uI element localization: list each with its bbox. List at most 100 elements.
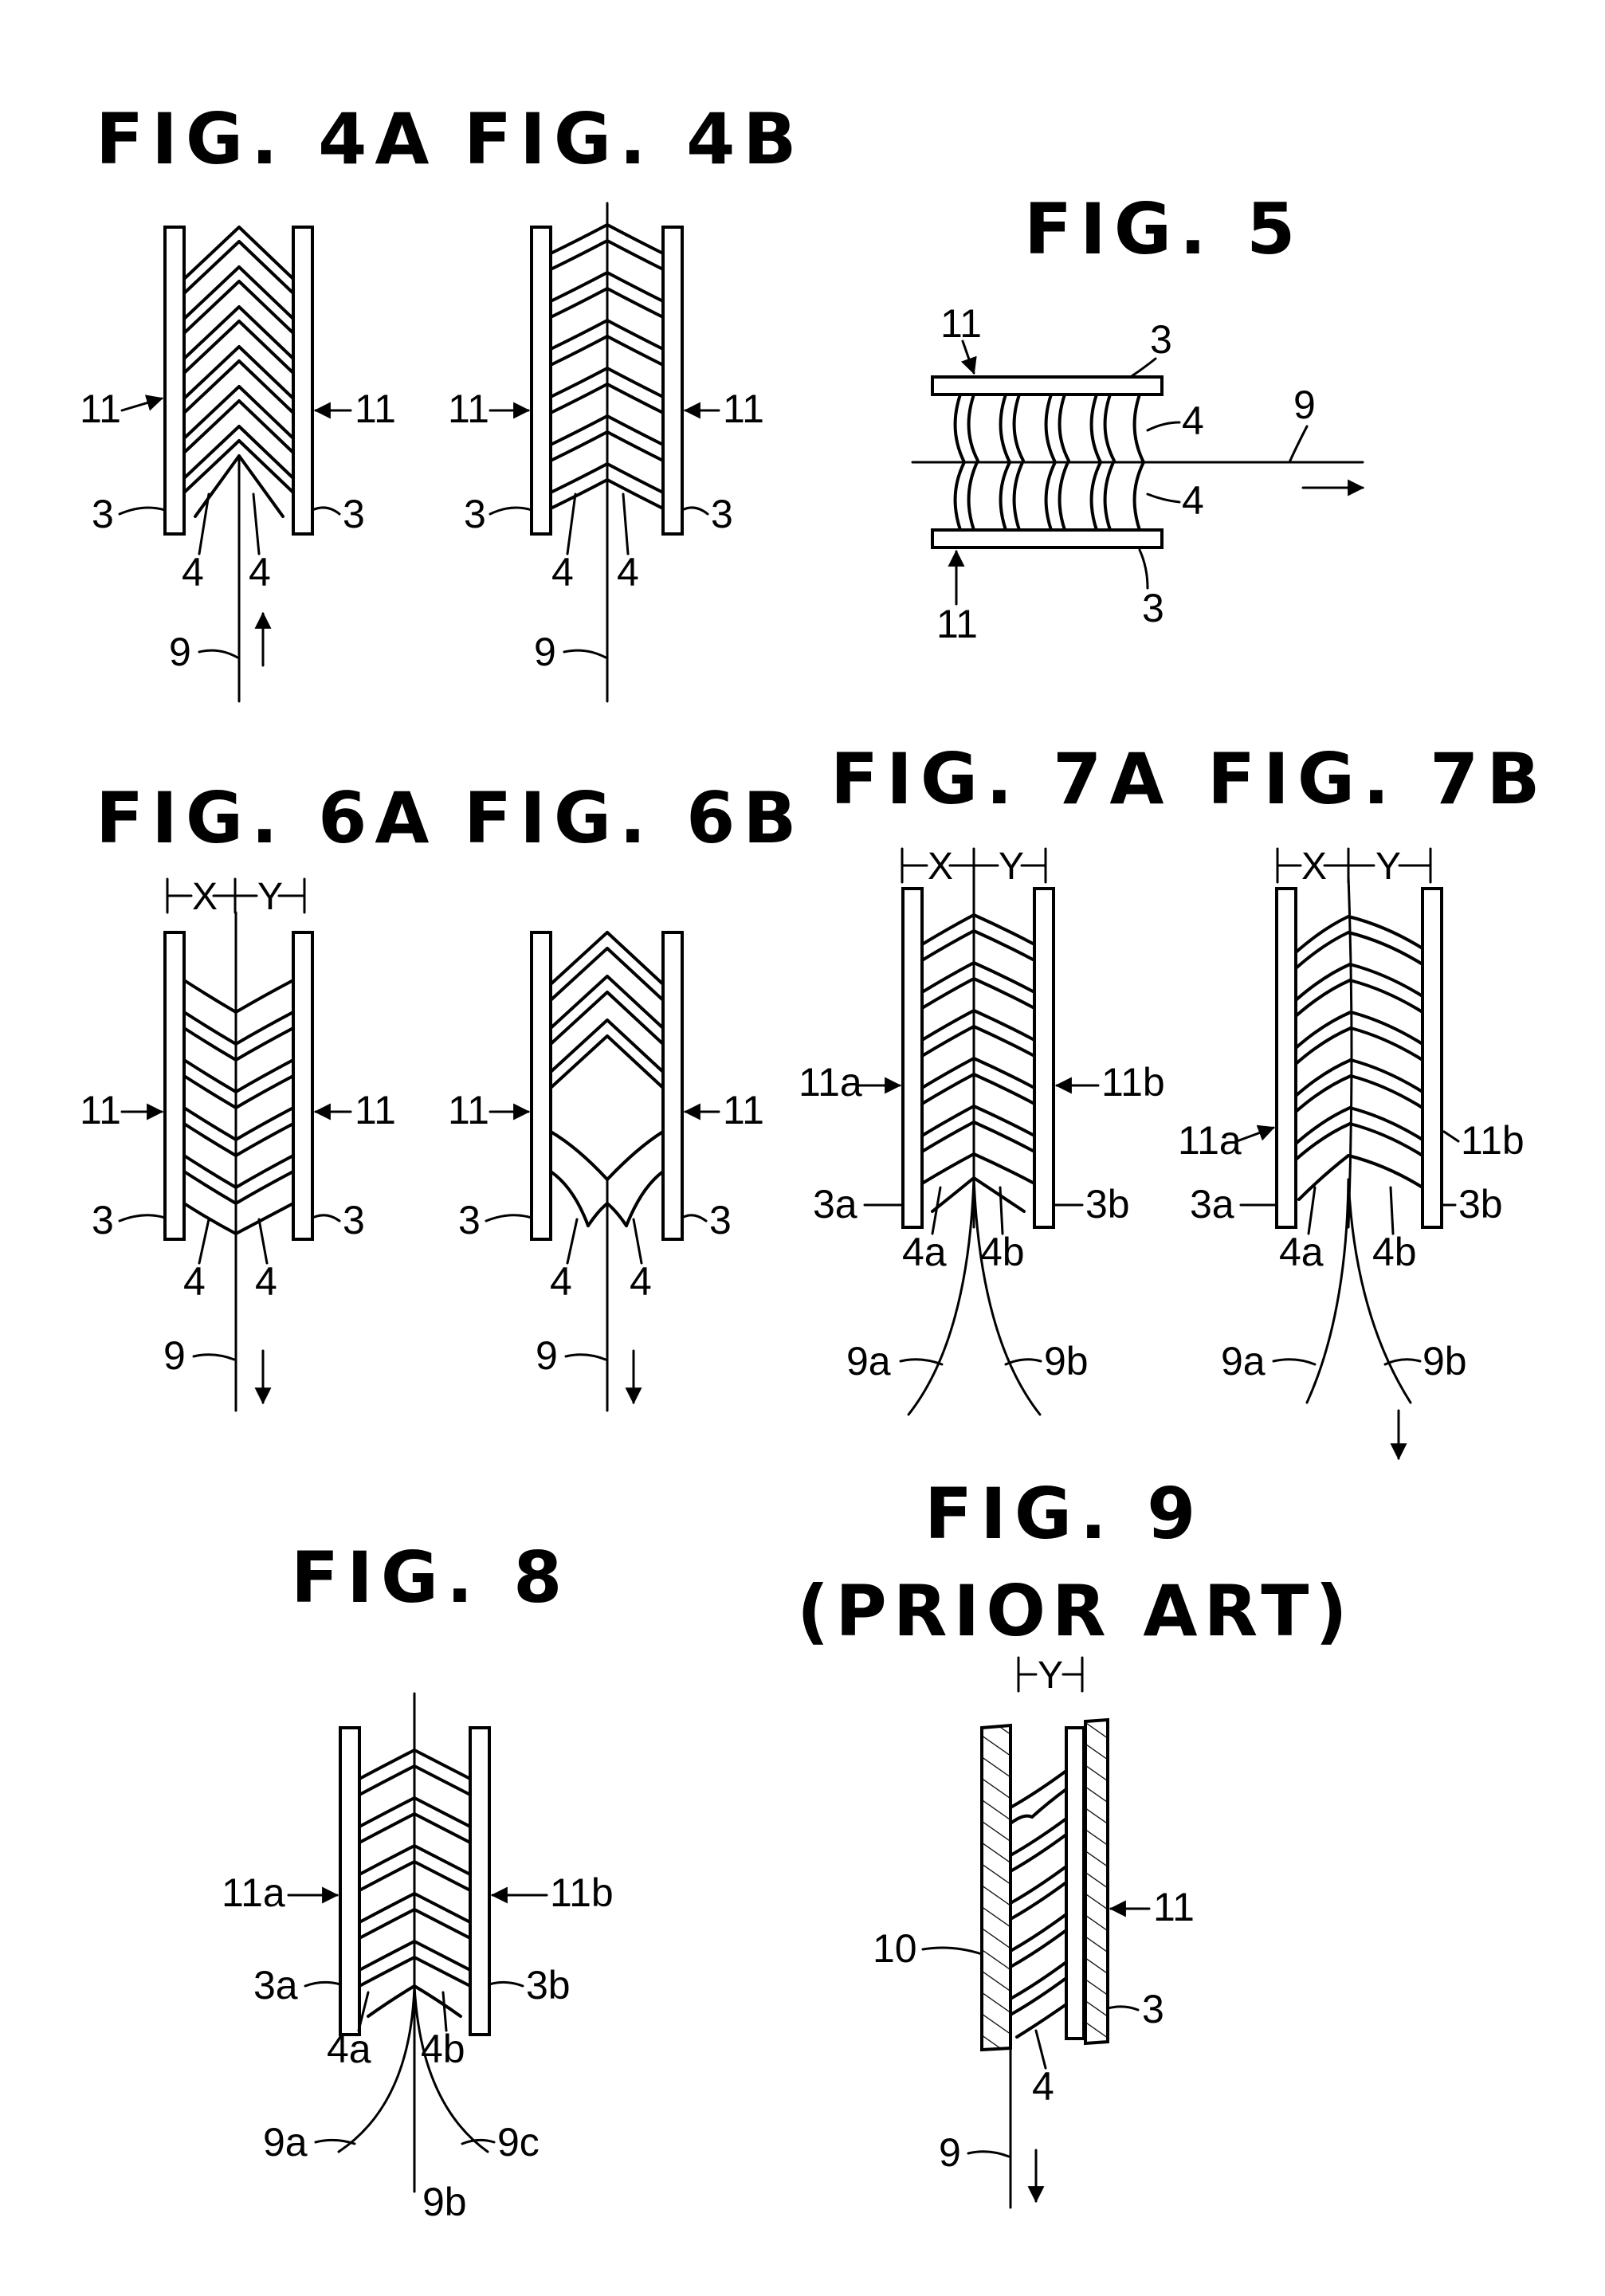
fig5-label-blade-top: 4: [1182, 398, 1204, 443]
figure-4a: FIG. 4A 11 11 3 3 4 4 9: [80, 98, 438, 703]
fig7a-plate-right: [1033, 887, 1055, 1229]
fig6a-label-frame-right: 11: [355, 1088, 396, 1132]
fig4a-label-fiber: 9: [169, 630, 191, 674]
fig6b-plate-right: [661, 931, 684, 1241]
fig5-title: FIG. 5: [1024, 188, 1303, 270]
fig6a-label-y: Y: [257, 876, 283, 918]
fig8-label-frame-right: 11b: [550, 1870, 614, 1915]
fig5-label-plate-top: 3: [1150, 317, 1172, 362]
fig9-subtitle: (PRIOR ART): [797, 1570, 1354, 1652]
fig4a-plate-right: [292, 226, 314, 536]
fig4a-label-plate-right: 3: [343, 492, 365, 536]
fig6b-title: FIG. 6B: [464, 777, 804, 859]
fig5-label-frame-bottom: 11: [936, 602, 978, 646]
fig8-label-blade-left: 4a: [327, 2027, 371, 2071]
fig9-title: FIG. 9: [924, 1473, 1203, 1555]
fig7a-label-blade-left: 4a: [902, 1230, 947, 1274]
figure-6a: FIG. 6A X Y 11 11 3 3 4 4 9: [80, 777, 430, 1412]
fig4a-label-blade-right: 4: [249, 550, 271, 595]
fig7a-label-frame-left: 11a: [799, 1060, 862, 1105]
fig4b-label-fiber: 9: [534, 630, 556, 674]
fig4a-label-blade-left: 4: [182, 550, 204, 595]
fig4b-label-plate-right: 3: [711, 492, 733, 536]
fig8-label-fiber-middle: 9b: [422, 2180, 467, 2224]
fig6b-label-blade-right: 4: [630, 1259, 652, 1304]
fig5-label-blade-bottom: 4: [1182, 478, 1204, 523]
fig4b-blades: [549, 223, 665, 510]
fig4a-title: FIG. 4A: [96, 98, 438, 180]
fig4b-label-blade-right: 4: [617, 550, 639, 595]
fig6b-blades: [549, 931, 665, 1089]
fig9-frame: [1084, 1717, 1109, 2046]
fig4a-label-frame-left: 11: [80, 387, 121, 431]
fig6a-label-fiber: 9: [163, 1333, 186, 1378]
fig4b-label-frame-right: 11: [723, 387, 764, 431]
fig8-plate-left: [339, 1726, 361, 2036]
fig7a-fiber-right: [972, 1176, 1042, 1416]
fig6b-label-plate-left: 3: [458, 1198, 481, 1242]
fig7b-label-y: Y: [1375, 846, 1401, 888]
fig6a-plate-left: [163, 931, 186, 1241]
fig8-fiber-left: [337, 1984, 416, 2153]
fig7a-blades: [920, 913, 1036, 1213]
fig9-blades: [1009, 1769, 1068, 2039]
fig6a-label-blade-left: 4: [183, 1259, 206, 1304]
fig5-blades: [953, 393, 1145, 532]
fig7a-label-blade-right: 4b: [980, 1230, 1025, 1274]
fig7b-label-frame-right: 11b: [1461, 1118, 1525, 1163]
fig6a-plate-right: [292, 931, 314, 1241]
fig4b-plate-left: [530, 226, 552, 536]
figure-9: FIG. 9 (PRIOR ART) Y 10 11 3 4 9: [797, 1473, 1354, 2209]
fig5-label-plate-bottom: 3: [1142, 586, 1164, 630]
fig7b-label-x: X: [1301, 846, 1327, 888]
fig6a-label-blade-right: 4: [255, 1259, 277, 1304]
fig4a-label-frame-right: 11: [355, 387, 396, 431]
fig9-label-fiber: 9: [939, 2130, 961, 2175]
fig4b-label-frame-left: 11: [448, 387, 489, 431]
fig7b-label-blade-right: 4b: [1372, 1230, 1417, 1274]
fig7b-blades-left: [1294, 915, 1352, 1201]
fig4a-label-plate-left: 3: [92, 492, 114, 536]
fig9-label-blade: 4: [1032, 2064, 1054, 2109]
fig7b-label-fiber-right: 9b: [1423, 1339, 1467, 1383]
fig8-title: FIG. 8: [291, 1537, 570, 1619]
fig7a-label-fiber-right: 9b: [1044, 1339, 1089, 1383]
fig6b-label-frame-right: 11: [723, 1088, 764, 1132]
fig7a-label-plate-right: 3b: [1085, 1182, 1130, 1226]
fig7a-fiber-left: [907, 1176, 975, 1416]
fig7a-label-y: Y: [999, 846, 1024, 888]
fig7b-label-plate-right: 3b: [1458, 1182, 1503, 1226]
fig8-plate-right: [469, 1726, 491, 2036]
fig9-label-frame: 11: [1153, 1885, 1195, 1929]
fig8-label-frame-left: 11a: [222, 1870, 285, 1915]
fig8-label-plate-right: 3b: [526, 1963, 571, 2008]
fig4a-plate-left: [163, 226, 186, 536]
fig6b-label-fiber: 9: [536, 1333, 558, 1378]
fig6b-label-plate-right: 3: [709, 1198, 732, 1242]
figure-7b: FIG. 7B X Y 11a 11b 3a: [1178, 738, 1548, 1461]
fig7b-label-frame-left: 11a: [1178, 1118, 1242, 1163]
fig6b-label-blade-left: 4: [550, 1259, 572, 1304]
fig6b-label-frame-left: 11: [448, 1088, 489, 1132]
fig6a-label-plate-right: 3: [343, 1198, 365, 1242]
fig6a-label-plate-left: 3: [92, 1198, 114, 1242]
fig7b-blades-right: [1347, 915, 1424, 1189]
fig9-block: [980, 1723, 1012, 2052]
fig7b-fiber-left: [1305, 1178, 1350, 1404]
fig9-plate-inner: [1065, 1726, 1085, 2040]
fig8-fiber-right: [413, 1984, 489, 2153]
fig8-label-fiber-left: 9a: [263, 2120, 308, 2165]
fig5-plate-top: [931, 375, 1164, 396]
fig5-label-fiber: 9: [1293, 383, 1316, 427]
fig7a-label-fiber-left: 9a: [846, 1339, 891, 1383]
figure-8: FIG. 8 11a 11b 3a 3b 4a 4b 9a 9b 9c: [222, 1537, 614, 2224]
fig7b-fiber-right: [1347, 1178, 1412, 1404]
fig8-label-blade-right: 4b: [421, 2027, 465, 2071]
fig5-plate-bottom: [931, 528, 1164, 549]
fig6a-label-x: X: [192, 876, 218, 918]
fig7b-title: FIG. 7B: [1207, 738, 1548, 820]
fig7a-label-frame-right: 11b: [1101, 1060, 1165, 1105]
fig5-label-frame-top: 11: [940, 301, 982, 346]
fig7b-plate-right: [1421, 887, 1443, 1229]
